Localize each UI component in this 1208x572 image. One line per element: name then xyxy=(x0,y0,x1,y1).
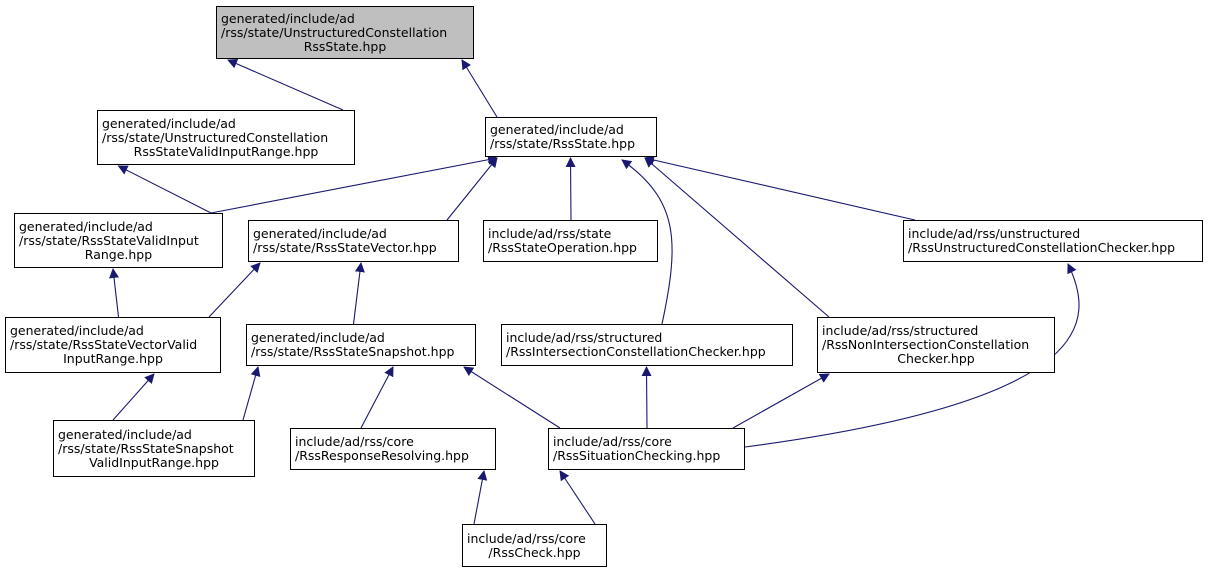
node-label-line: /rss/state/RssStateSnapshot xyxy=(58,440,234,456)
node-rss-state-snapshot-valid-input-range[interactable]: generated/include/ad /rss/state/RssState… xyxy=(53,420,255,477)
node-unstructured-constellation-checker[interactable]: include/ad/rss/unstructured /RssUnstruct… xyxy=(903,220,1203,262)
dependency-edge xyxy=(112,373,155,421)
node-label-line: Checker.hpp xyxy=(897,351,975,366)
node-rss-situation-checking[interactable]: include/ad/rss/core /RssSituationCheckin… xyxy=(548,428,745,470)
dependency-edge xyxy=(644,155,916,221)
node-label-line: /RssStateOperation.hpp xyxy=(488,240,637,255)
node-label-line: /rss/state/RssStateVector.hpp xyxy=(253,240,437,255)
node-label-line: /RssUnstructuredConstellationChecker.hpp xyxy=(908,240,1176,255)
node-intersection-constellation-checker[interactable]: include/ad/rss/structured /RssIntersecti… xyxy=(501,324,793,366)
node-label-line: include/ad/rss/core xyxy=(467,530,586,546)
dependency-edge xyxy=(473,470,488,525)
node-label-line: include/ad/rss/core xyxy=(553,434,672,449)
node-label-line: /RssIntersectionConstellationChecker.hpp xyxy=(506,344,766,359)
node-label-line: /rss/state/RssState.hpp xyxy=(490,136,636,151)
dependency-edge xyxy=(644,157,830,318)
node-label-line: /RssResponseResolving.hpp xyxy=(295,448,469,463)
node-unstructured-constellation-valid-input-range[interactable]: generated/include/ad /rss/state/Unstruct… xyxy=(97,110,355,165)
node-label-line: generated/include/ad xyxy=(490,122,624,137)
node-label-line: include/ad/rss/core xyxy=(295,434,414,449)
node-rss-check[interactable]: include/ad/rss/core /RssCheck.hpp xyxy=(462,524,607,567)
node-label-line: generated/include/ad xyxy=(102,115,236,131)
dependency-edge xyxy=(463,366,561,429)
node-non-intersection-constellation-checker[interactable]: include/ad/rss/structured /RssNonInterse… xyxy=(817,317,1055,373)
node-label-line: include/ad/rss/state xyxy=(488,226,612,241)
node-label-line: RssStateValidInputRange.hpp xyxy=(133,143,319,159)
node-rss-state[interactable]: generated/include/ad /rss/state/RssState… xyxy=(485,117,657,157)
node-label-line: /RssSituationChecking.hpp xyxy=(553,448,721,463)
node-label-line: Range.hpp xyxy=(84,246,153,262)
node-rss-response-resolving[interactable]: include/ad/rss/core /RssResponseResolvin… xyxy=(290,428,496,470)
dependency-edge xyxy=(641,366,652,429)
node-label-line: include/ad/rss/structured xyxy=(506,330,663,345)
node-rss-state-vector-valid-input-range[interactable]: generated/include/ad /rss/state/RssState… xyxy=(5,317,221,373)
node-label-line: InputRange.hpp xyxy=(63,351,163,366)
node-label-line: generated/include/ad xyxy=(10,323,144,338)
dependency-edge xyxy=(360,366,394,429)
node-label-line: ValidInputRange.hpp xyxy=(89,454,219,470)
node-rss-state-operation[interactable]: include/ad/rss/state /RssStateOperation.… xyxy=(483,220,658,262)
node-rss-state-vector[interactable]: generated/include/ad /rss/state/RssState… xyxy=(248,220,459,262)
dependency-edge xyxy=(732,373,830,429)
node-label-line: /rss/state/UnstructuredConstellation xyxy=(102,129,329,145)
node-label-line: generated/include/ad xyxy=(19,218,153,234)
node-unstructured-constellation-rss-state[interactable]: generated/include/ad /rss/state/Unstruct… xyxy=(216,6,474,59)
dependency-edge xyxy=(227,59,344,111)
dependency-edge xyxy=(208,262,261,318)
node-label-line: /rss/state/RssStateValidInput xyxy=(19,232,199,248)
node-label-line: generated/include/ad xyxy=(251,330,385,345)
node-label-line: generated/include/ad xyxy=(253,226,387,241)
dependency-edge xyxy=(461,59,498,118)
dependency-edge xyxy=(565,157,576,221)
node-label-line: /RssCheck.hpp xyxy=(488,544,581,560)
node-label-line: generated/include/ad xyxy=(221,10,355,26)
node-label-line: generated/include/ad xyxy=(58,426,192,442)
node-rss-state-snapshot[interactable]: generated/include/ad /rss/state/RssState… xyxy=(246,324,476,366)
node-label-line: /rss/state/UnstructuredConstellation xyxy=(221,24,448,40)
dependency-edge xyxy=(559,470,596,525)
node-label-line: /RssNonIntersectionConstellation xyxy=(822,337,1030,352)
dependency-edge xyxy=(352,262,365,325)
node-label-line: include/ad/rss/unstructured xyxy=(908,226,1081,241)
node-label-line: /rss/state/RssStateVectorValid xyxy=(10,337,198,352)
dependency-edge xyxy=(242,366,261,421)
dependency-edge xyxy=(621,159,673,325)
node-label-line: /rss/state/RssStateSnapshot.hpp xyxy=(251,344,455,359)
dependency-edge xyxy=(109,268,120,318)
dependency-edge xyxy=(210,154,498,214)
dependency-edge xyxy=(117,165,212,214)
node-label-line: RssState.hpp xyxy=(303,38,387,54)
dependency-edge xyxy=(446,157,498,221)
node-rss-state-valid-input-range[interactable]: generated/include/ad /rss/state/RssState… xyxy=(14,213,223,268)
node-label-line: include/ad/rss/structured xyxy=(822,323,979,338)
